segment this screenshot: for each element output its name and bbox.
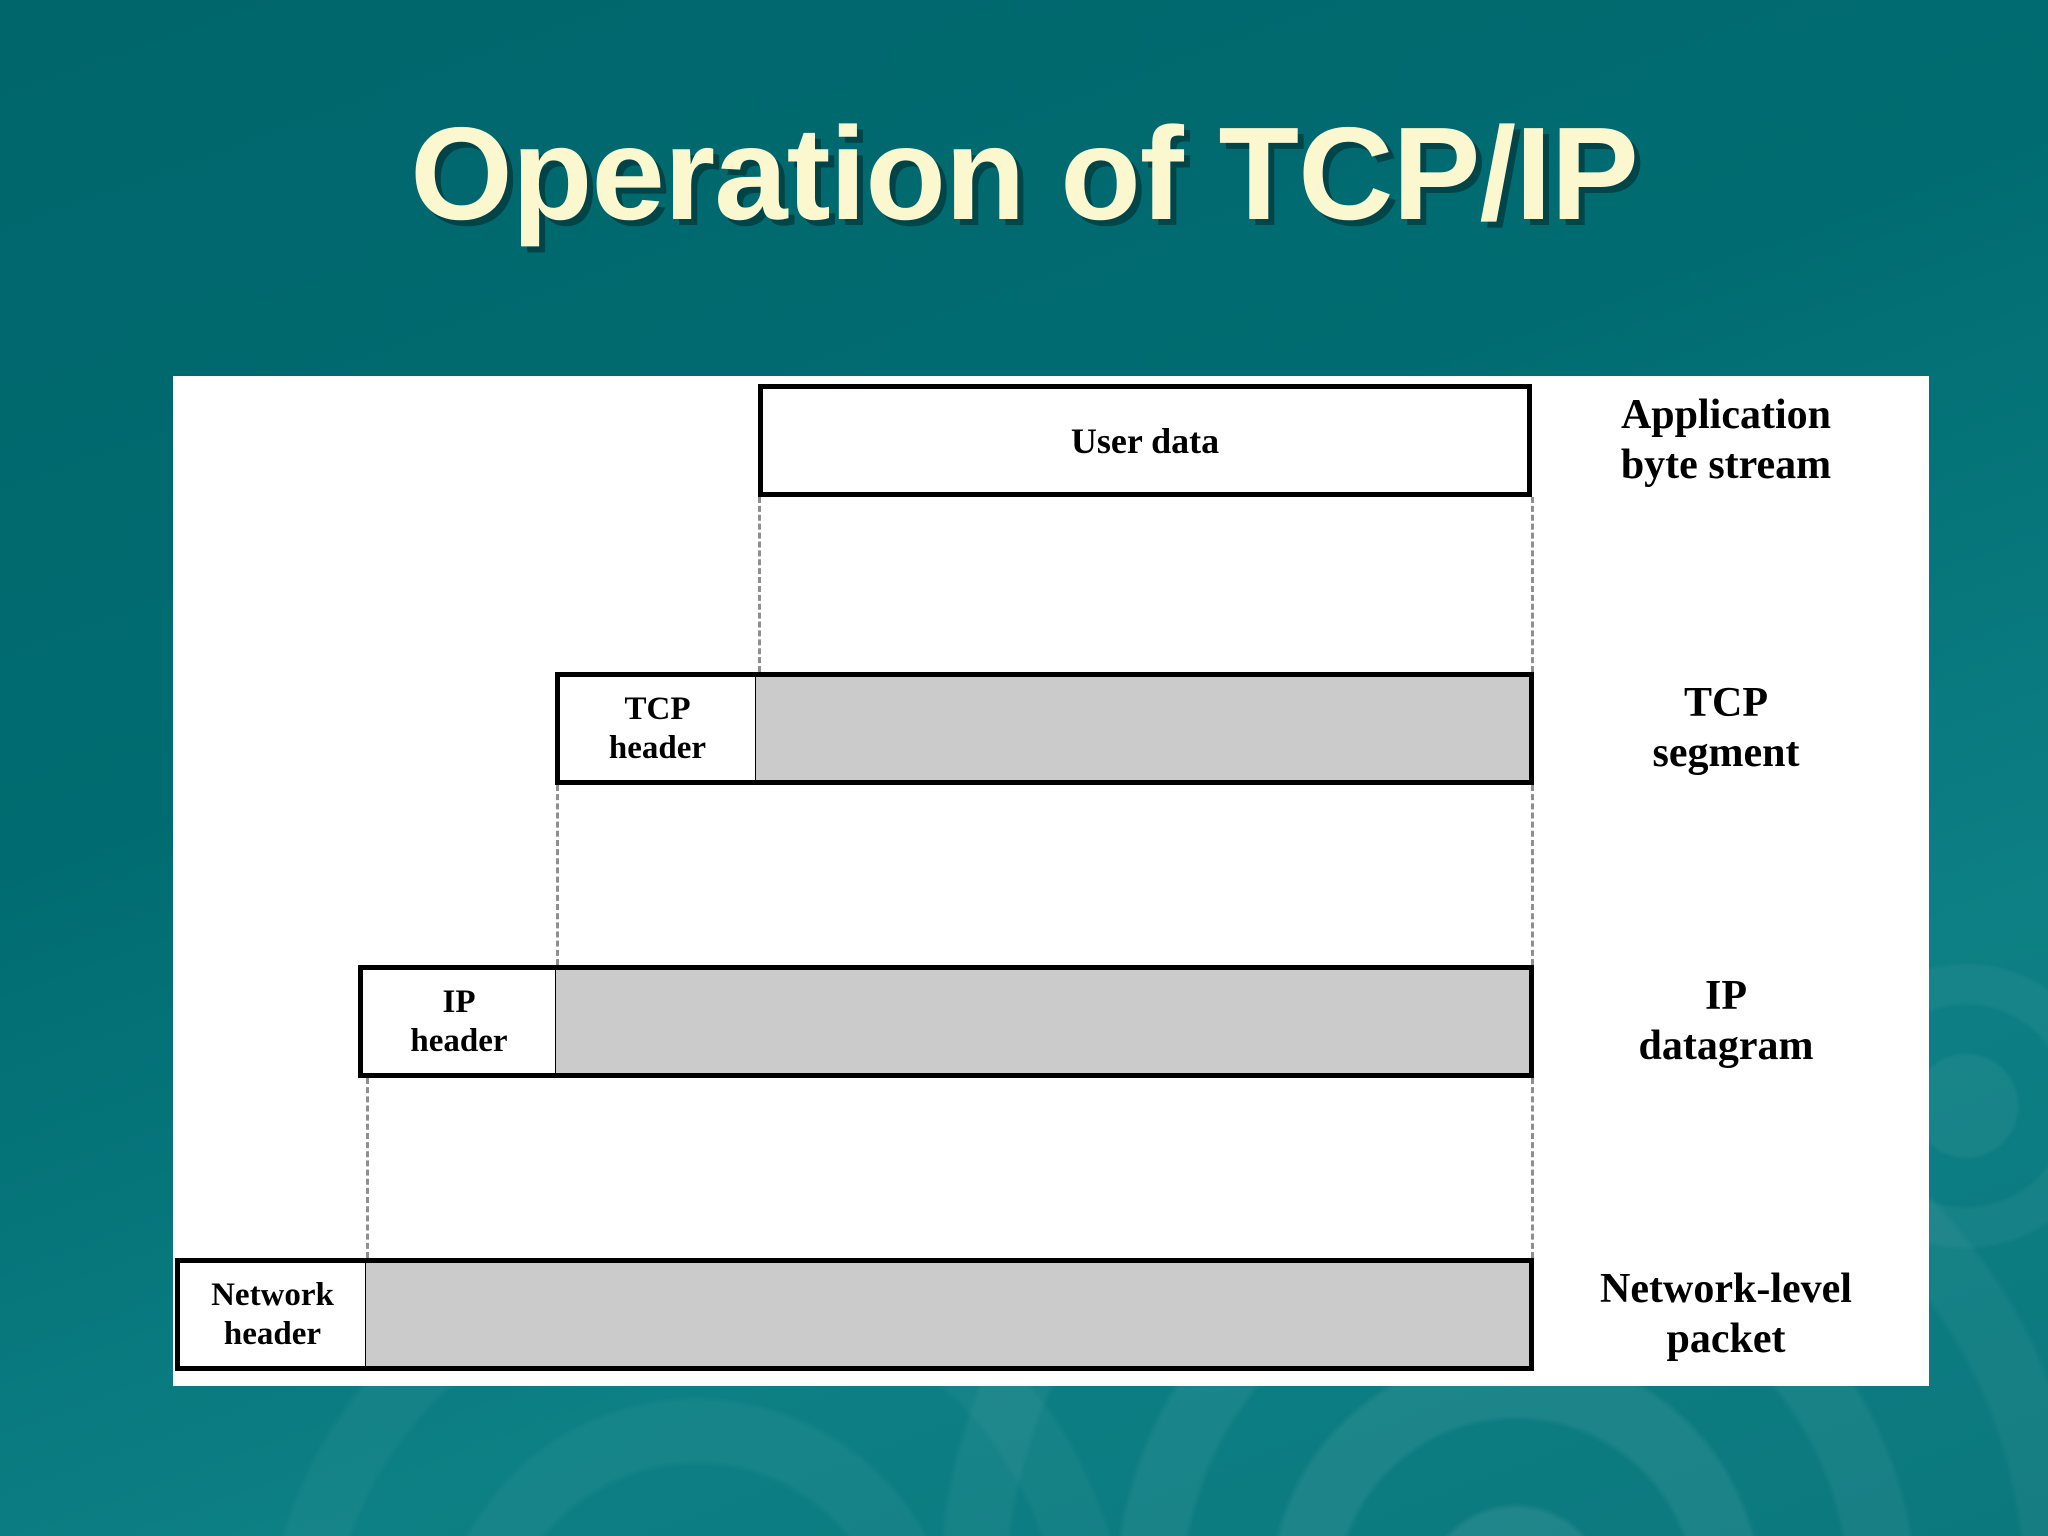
guide-line-tcp-right xyxy=(1531,785,1534,965)
user-data-label: User data xyxy=(1070,420,1220,461)
tcp-header-box: TCP header xyxy=(555,672,760,785)
tcp-payload-box xyxy=(756,672,1534,785)
ip-payload-box xyxy=(556,965,1534,1078)
network-payload-box xyxy=(366,1258,1534,1371)
guide-line-userdata-right xyxy=(1531,497,1534,672)
guide-line-tcp-left xyxy=(556,785,559,965)
page-title: Operation of TCP/IP xyxy=(410,100,1639,247)
diagram-panel: User data Application byte stream TCP he… xyxy=(173,376,1929,1386)
network-header-box: Network header xyxy=(175,1258,370,1371)
label-network-level-packet: Network-level packet xyxy=(1600,1266,1852,1362)
network-header-label: Network header xyxy=(211,1276,334,1352)
diagram-inner: User data Application byte stream TCP he… xyxy=(173,376,1929,1386)
guide-line-ip-right xyxy=(1531,1078,1534,1258)
ip-header-label: IP header xyxy=(410,983,508,1059)
tcp-header-label: TCP header xyxy=(608,690,707,766)
user-data-box: User data xyxy=(758,384,1532,497)
label-ip-datagram: IP datagram xyxy=(1638,973,1814,1069)
label-tcp-segment: TCP segment xyxy=(1652,680,1800,776)
ip-header-box: IP header xyxy=(358,965,560,1078)
guide-line-userdata-left xyxy=(758,497,761,672)
label-application-byte-stream: Application byte stream xyxy=(1620,392,1832,488)
guide-line-ip-left xyxy=(366,1078,369,1258)
